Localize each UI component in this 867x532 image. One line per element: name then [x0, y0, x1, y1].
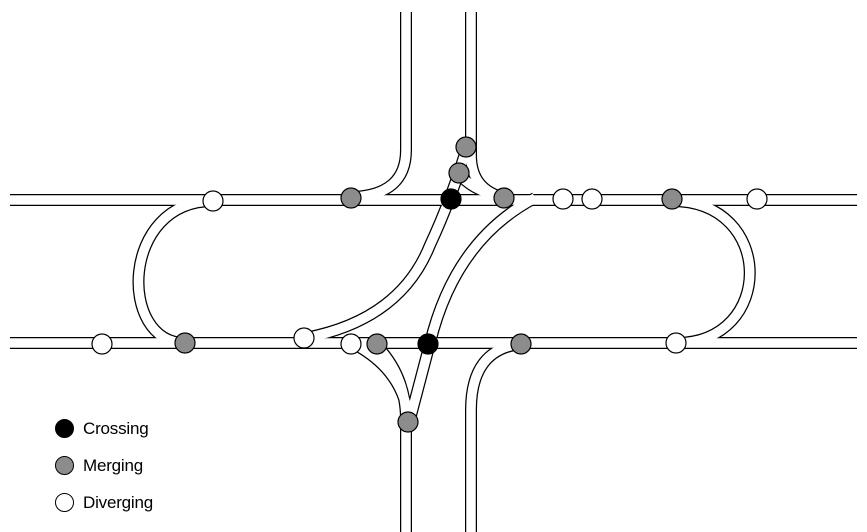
legend-label-merging: Merging [83, 455, 144, 475]
diverging-point [91, 333, 113, 355]
merging-point [661, 188, 683, 210]
diverging-swatch-icon [55, 493, 74, 512]
legend-item-crossing: Crossing [55, 410, 153, 447]
legend-label-diverging: Diverging [83, 492, 154, 512]
diverging-point [202, 190, 224, 212]
legend: Crossing Merging Diverging [55, 410, 153, 521]
crossing-point [440, 188, 462, 210]
merging-point [493, 187, 515, 209]
legend-item-diverging: Diverging [55, 484, 153, 521]
merging-swatch-icon [55, 456, 74, 475]
diverging-point [552, 188, 574, 210]
merging-point [448, 162, 470, 184]
merging-point [366, 333, 388, 355]
merging-point [340, 187, 362, 209]
crossing-point [417, 333, 439, 355]
merging-point [174, 332, 196, 354]
conflict-points [91, 136, 768, 433]
merging-point [397, 411, 419, 433]
diverging-point [581, 188, 603, 210]
merging-point [510, 333, 532, 355]
crossing-swatch-icon [55, 419, 74, 438]
diverging-point [746, 188, 768, 210]
diverging-point [340, 333, 362, 355]
road-right-loop [671, 195, 756, 349]
diverging-point [293, 327, 315, 349]
legend-item-merging: Merging [55, 447, 153, 484]
legend-label-crossing: Crossing [83, 418, 149, 438]
diverging-point [665, 332, 687, 354]
merging-point [455, 136, 477, 158]
